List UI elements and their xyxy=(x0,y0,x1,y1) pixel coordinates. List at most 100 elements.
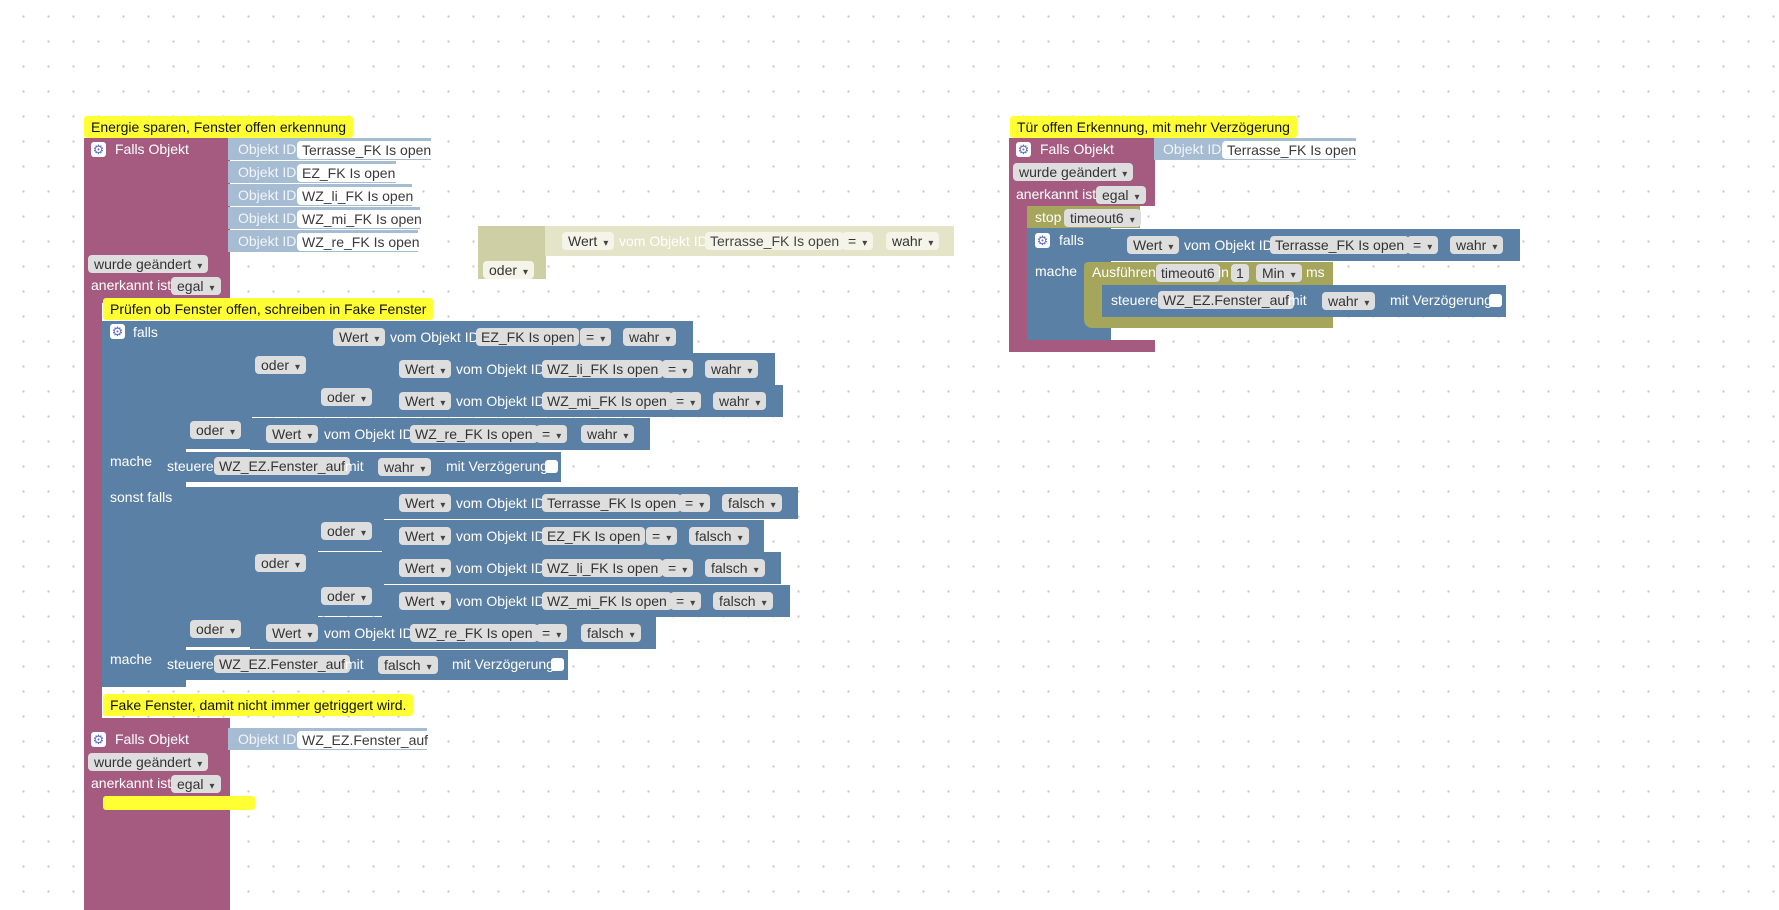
if-block[interactable] xyxy=(102,321,186,687)
object-id-value[interactable]: WZ_li_FK Is open xyxy=(542,559,664,577)
comment-pruefen[interactable]: Prüfen ob Fenster offen, schreiben in Fa… xyxy=(103,298,434,320)
comment-cut-off[interactable] xyxy=(103,796,255,810)
operator-dropdown[interactable]: = xyxy=(842,232,874,250)
or-block[interactable] xyxy=(316,353,384,417)
delay-checkbox[interactable] xyxy=(551,658,564,671)
value-dropdown[interactable]: wahr xyxy=(378,458,432,476)
mit-label: mit xyxy=(345,656,364,672)
anerkannt-dropdown[interactable]: egal xyxy=(171,277,221,295)
or-dropdown[interactable]: oder xyxy=(190,421,242,439)
object-id-value[interactable]: EZ_FK Is open xyxy=(542,527,646,545)
wert-dropdown[interactable]: Wert xyxy=(399,392,452,410)
operator-dropdown[interactable]: = xyxy=(662,559,694,577)
or-block[interactable] xyxy=(316,487,384,551)
or-dropdown[interactable]: oder xyxy=(255,554,307,572)
or-dropdown[interactable]: oder xyxy=(321,522,373,540)
wert-dropdown[interactable]: Wert xyxy=(1127,236,1180,254)
wert-dropdown[interactable]: Wert xyxy=(399,592,452,610)
mit-verzoegerung-label: mit Verzögerung xyxy=(446,458,548,474)
operator-dropdown[interactable]: = xyxy=(662,360,694,378)
object-id-value[interactable]: WZ_mi_FK Is open xyxy=(297,210,427,228)
object-id-value[interactable]: WZ_mi_FK Is open xyxy=(542,592,672,610)
object-id-value[interactable]: WZ_re_FK Is open xyxy=(297,233,425,251)
operator-dropdown[interactable]: = xyxy=(670,592,702,610)
object-id-label: Objekt ID xyxy=(238,731,297,747)
wert-dropdown[interactable]: Wert xyxy=(399,559,452,577)
delay-checkbox[interactable] xyxy=(545,460,558,473)
wert-dropdown[interactable]: Wert xyxy=(266,624,319,642)
operator-dropdown[interactable]: = xyxy=(679,494,711,512)
gear-icon[interactable]: ⚙ xyxy=(110,324,125,339)
object-id-value[interactable]: WZ_re_FK Is open xyxy=(410,624,538,642)
gear-icon[interactable]: ⚙ xyxy=(1016,142,1031,157)
object-id-value[interactable]: EZ_FK Is open xyxy=(297,164,401,182)
comment-energie-sparen[interactable]: Energie sparen, Fenster offen erkennung xyxy=(84,116,354,138)
vom-objekt-label: vom Objekt ID xyxy=(324,426,413,442)
value-dropdown[interactable]: falsch xyxy=(378,656,438,674)
object-id-value[interactable]: Terrasse_FK Is open xyxy=(297,141,437,159)
gear-icon[interactable]: ⚙ xyxy=(91,142,106,157)
or-dropdown[interactable]: oder xyxy=(483,261,535,279)
trigger-dropdown[interactable]: wurde geändert xyxy=(1013,163,1134,181)
value-dropdown[interactable]: falsch xyxy=(722,494,782,512)
target-state-value[interactable]: WZ_EZ.Fenster_auf xyxy=(214,457,351,475)
target-state-value[interactable]: WZ_EZ.Fenster_auf xyxy=(1158,291,1295,309)
vom-objekt-label: vom Objekt ID xyxy=(324,625,413,641)
value-dropdown[interactable]: falsch xyxy=(581,624,641,642)
wert-dropdown[interactable]: Wert xyxy=(399,494,452,512)
gear-icon[interactable]: ⚙ xyxy=(1035,233,1050,248)
operator-dropdown[interactable]: = xyxy=(1407,236,1439,254)
wert-dropdown[interactable]: Wert xyxy=(562,232,615,250)
object-id-label: Objekt ID xyxy=(238,141,297,157)
value-dropdown[interactable]: wahr xyxy=(886,232,940,250)
comment-tuer-offen[interactable]: Tür offen Erkennung, mit mehr Verzögerun… xyxy=(1010,116,1297,138)
wert-dropdown[interactable]: Wert xyxy=(399,527,452,545)
object-id-value[interactable]: Terrasse_FK Is open xyxy=(705,232,845,250)
wert-dropdown[interactable]: Wert xyxy=(333,328,386,346)
object-id-value[interactable]: Terrasse_FK Is open xyxy=(542,494,682,512)
value-dropdown[interactable]: wahr xyxy=(713,392,767,410)
operator-dropdown[interactable]: = xyxy=(646,527,678,545)
operator-dropdown[interactable]: = xyxy=(580,328,612,346)
operator-dropdown[interactable]: = xyxy=(670,392,702,410)
value-dropdown[interactable]: wahr xyxy=(1322,292,1376,310)
gear-icon[interactable]: ⚙ xyxy=(91,732,106,747)
object-id-value[interactable]: Terrasse_FK Is open xyxy=(1270,236,1410,254)
object-id-value[interactable]: Terrasse_FK Is open xyxy=(1222,141,1362,159)
value-dropdown[interactable]: wahr xyxy=(581,425,635,443)
timeout-dropdown[interactable]: timeout6 xyxy=(1064,209,1141,227)
anerkannt-dropdown[interactable]: egal xyxy=(171,775,221,793)
anerkannt-dropdown[interactable]: egal xyxy=(1096,186,1146,204)
unit-dropdown[interactable]: Min xyxy=(1256,264,1302,282)
falls-objekt-block[interactable] xyxy=(84,138,230,303)
value-dropdown[interactable]: falsch xyxy=(689,527,749,545)
operator-dropdown[interactable]: = xyxy=(536,425,568,443)
or-dropdown[interactable]: oder xyxy=(321,587,373,605)
value-dropdown[interactable]: falsch xyxy=(713,592,773,610)
object-id-value[interactable]: WZ_li_FK Is open xyxy=(297,187,419,205)
object-id-value[interactable]: WZ_EZ.Fenster_auf xyxy=(297,731,434,749)
object-id-value[interactable]: EZ_FK Is open xyxy=(476,328,580,346)
or-dropdown[interactable]: oder xyxy=(190,620,242,638)
comment-fake-fenster[interactable]: Fake Fenster, damit nicht immer getrigge… xyxy=(103,694,414,716)
or-block[interactable] xyxy=(250,487,318,617)
value-dropdown[interactable]: wahr xyxy=(705,360,759,378)
target-state-value[interactable]: WZ_EZ.Fenster_auf xyxy=(214,655,351,673)
trigger-dropdown[interactable]: wurde geändert xyxy=(88,753,209,771)
operator-dropdown[interactable]: = xyxy=(536,624,568,642)
wert-dropdown[interactable]: Wert xyxy=(399,360,452,378)
or-dropdown[interactable]: oder xyxy=(255,356,307,374)
object-id-value[interactable]: WZ_re_FK Is open xyxy=(410,425,538,443)
trigger-dropdown[interactable]: wurde geändert xyxy=(88,255,209,273)
object-id-value[interactable]: WZ_li_FK Is open xyxy=(542,360,664,378)
timeout-name-value[interactable]: timeout6 xyxy=(1156,264,1220,282)
value-dropdown[interactable]: falsch xyxy=(705,559,765,577)
value-dropdown[interactable]: wahr xyxy=(623,328,677,346)
object-id-value[interactable]: WZ_mi_FK Is open xyxy=(542,392,672,410)
delay-checkbox[interactable] xyxy=(1489,294,1502,307)
or-block[interactable] xyxy=(316,552,384,616)
timeout-amount-value[interactable]: 1 xyxy=(1231,264,1249,282)
or-dropdown[interactable]: oder xyxy=(321,388,373,406)
value-dropdown[interactable]: wahr xyxy=(1450,236,1504,254)
wert-dropdown[interactable]: Wert xyxy=(266,425,319,443)
